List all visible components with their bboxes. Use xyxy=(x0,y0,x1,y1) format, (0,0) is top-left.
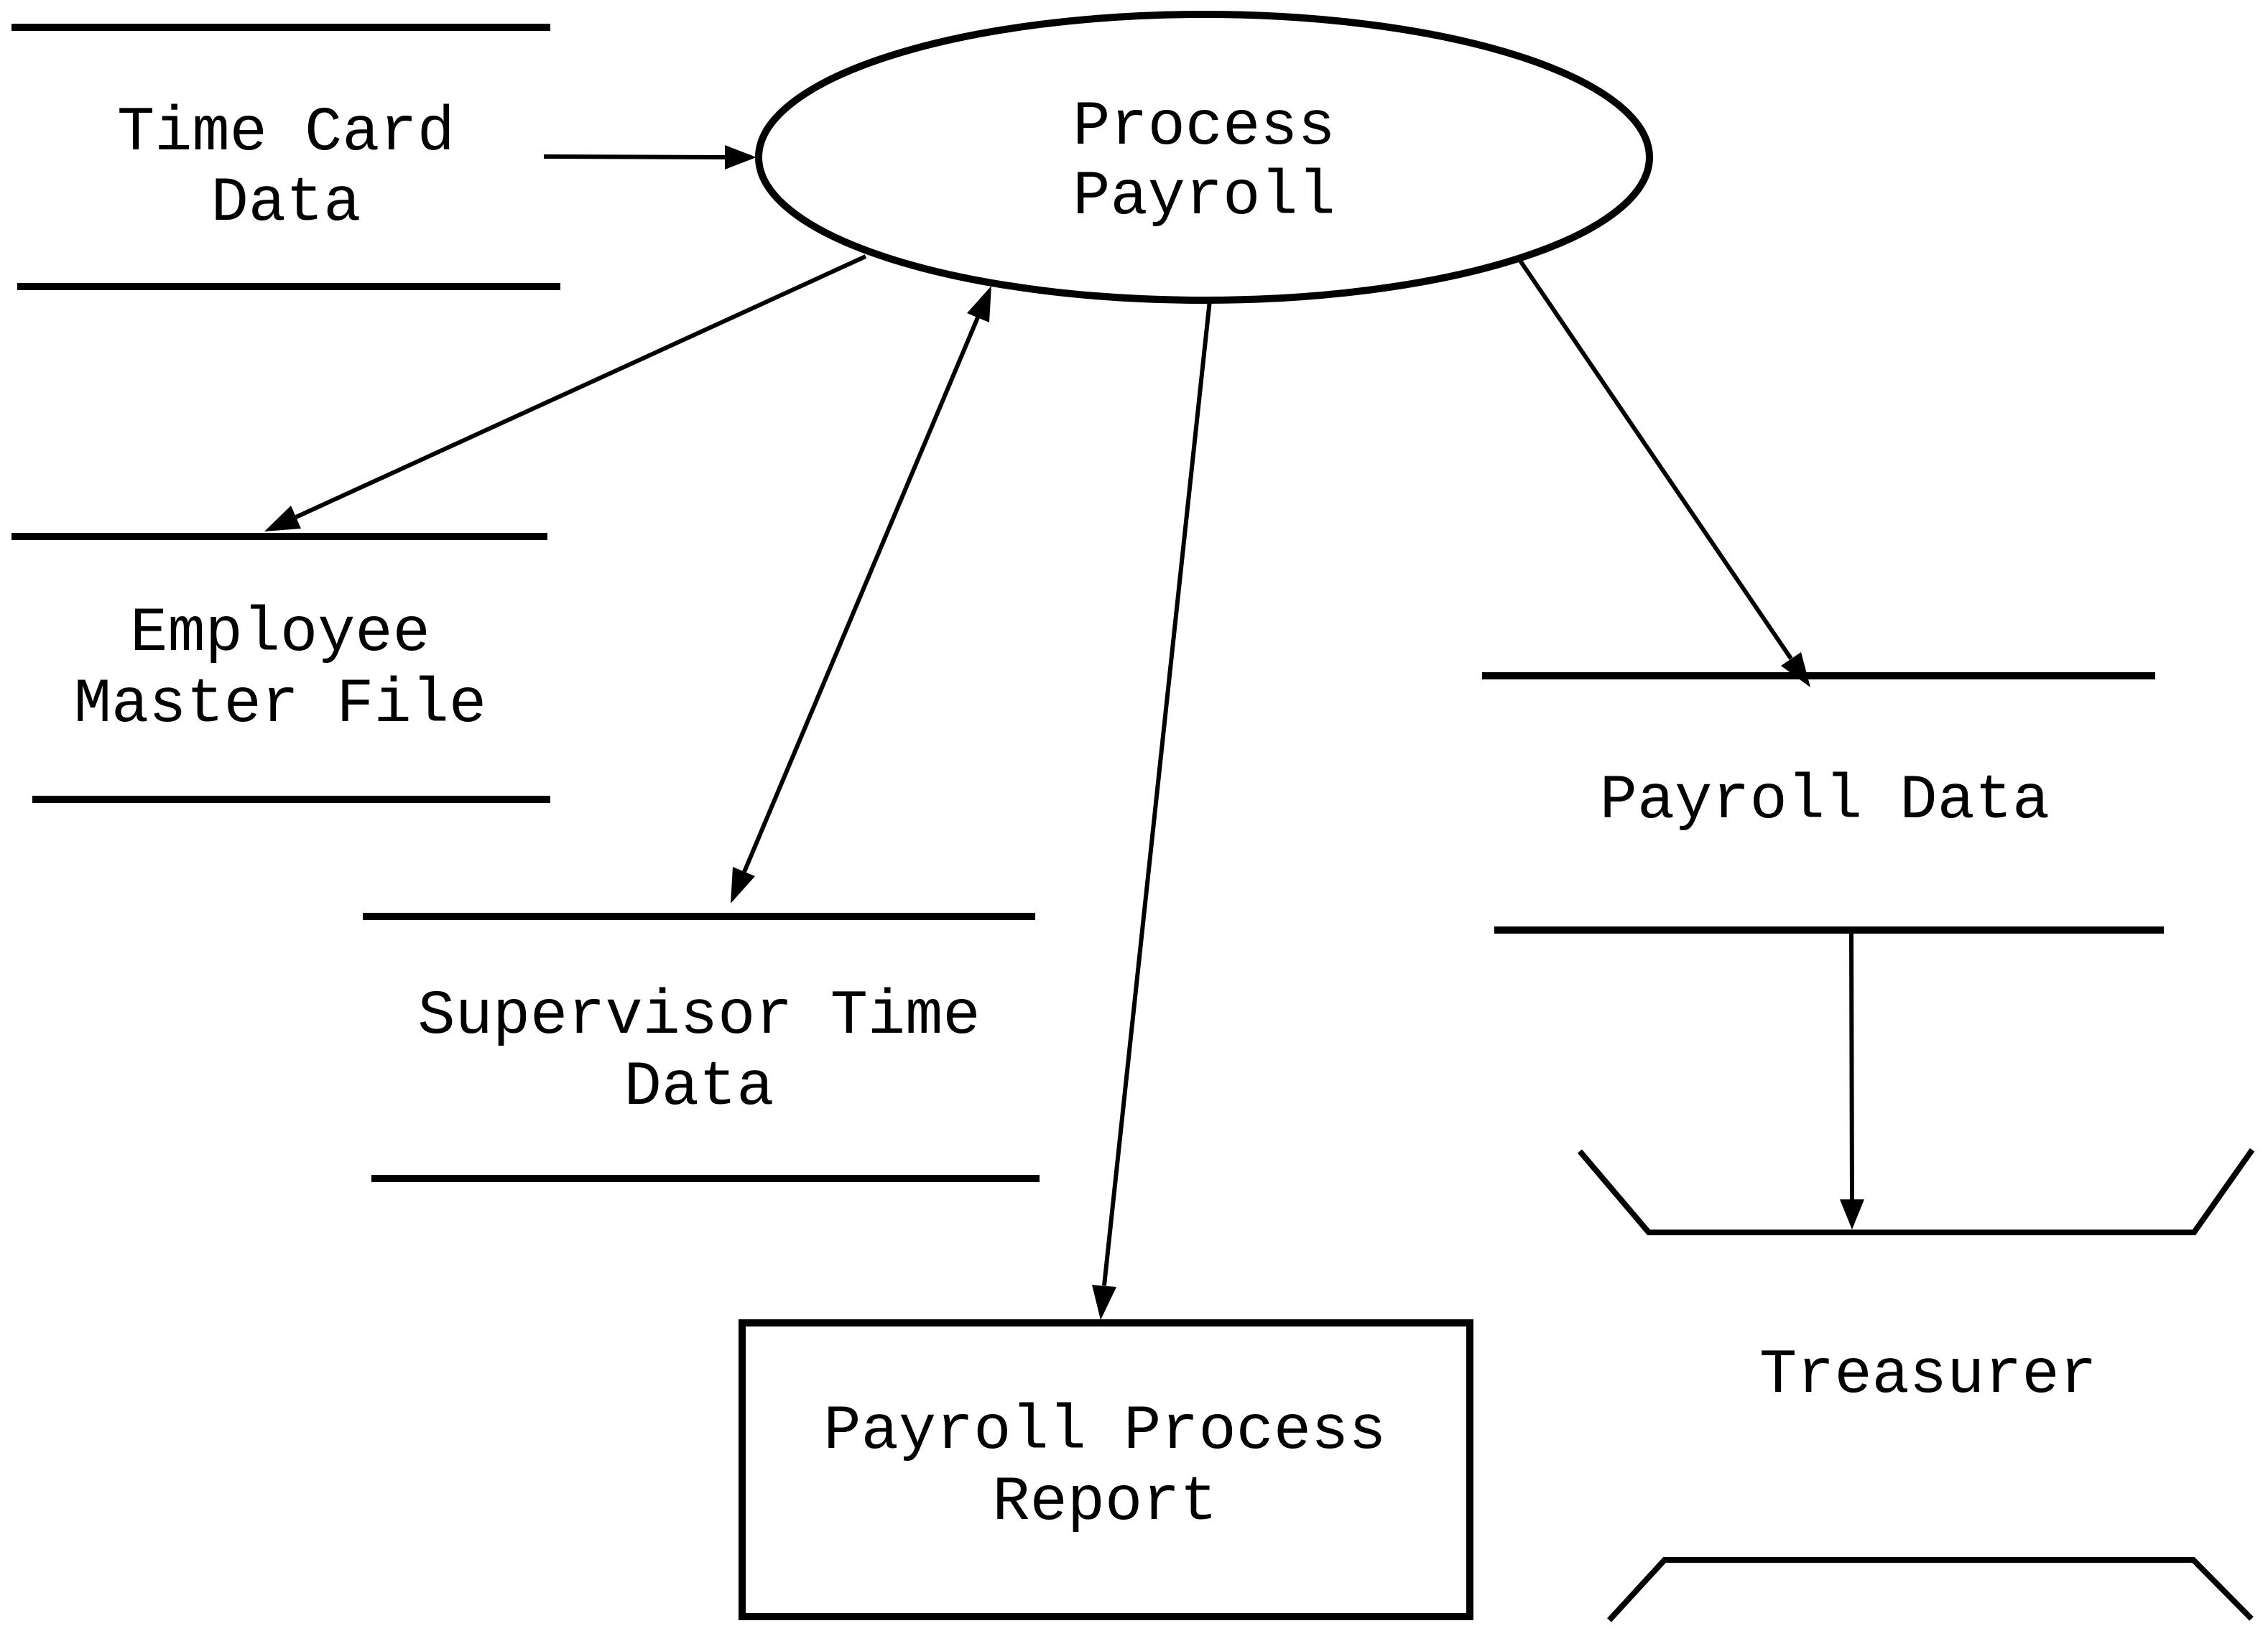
arrowhead-down-icon xyxy=(731,867,755,903)
data-store-label: Supervisor Time xyxy=(417,982,980,1052)
flow-process-to-employee-master xyxy=(264,254,867,531)
flow-process-supervisor-bidirectional xyxy=(731,286,991,903)
data-store-label: Time Card xyxy=(117,98,455,169)
data-store-employee-master-file: Employee Master File xyxy=(11,533,550,803)
arrowhead-down-icon xyxy=(1840,1199,1864,1230)
flow-process-to-report xyxy=(1092,299,1212,1320)
process-label: Payroll xyxy=(1073,162,1335,233)
flow-time-card-to-process xyxy=(543,145,756,169)
data-store-label: Payroll Data xyxy=(1600,766,2050,837)
arrowhead-up-icon xyxy=(967,286,991,322)
flow-line xyxy=(295,254,867,519)
data-store-label: Master File xyxy=(74,670,486,740)
arrowhead-down-right-icon xyxy=(1781,652,1810,687)
data-store-label: Data xyxy=(624,1053,774,1123)
process-shape xyxy=(755,11,1653,304)
entity-bottom-bracket xyxy=(1607,1557,2254,1622)
data-store-time-card: Time Card Data xyxy=(11,24,560,290)
flow-line xyxy=(742,316,980,873)
data-store-supervisor-time-data: Supervisor Time Data xyxy=(363,913,1040,1182)
report-label: Report xyxy=(992,1468,1217,1538)
data-store-label: Employee xyxy=(130,599,430,669)
report-label: Payroll Process xyxy=(823,1397,1386,1467)
process-label: Process xyxy=(1073,93,1335,163)
report-shape xyxy=(739,1319,1473,1620)
flow-line xyxy=(1849,929,1854,1202)
external-entity-treasurer: Treasurer xyxy=(1577,1148,2255,1622)
flow-payroll-data-to-treasurer xyxy=(1840,929,1864,1230)
flow-process-to-payroll-data xyxy=(1517,257,1810,687)
entity-top-bracket xyxy=(1577,1148,2255,1235)
arrowhead-down-icon xyxy=(1092,1285,1116,1320)
data-store-payroll-data: Payroll Data xyxy=(1482,672,2164,934)
flow-line xyxy=(1517,257,1793,660)
arrowhead-right-icon xyxy=(725,145,756,169)
flow-line xyxy=(1102,299,1212,1286)
process-payroll-ellipse: Process Payroll xyxy=(755,11,1653,304)
entity-label: Treasurer xyxy=(1759,1341,2097,1411)
arrowhead-down-left-icon xyxy=(264,506,301,531)
report-rectangle: Payroll Process Report xyxy=(739,1319,1473,1620)
data-store-label: Data xyxy=(211,169,361,239)
